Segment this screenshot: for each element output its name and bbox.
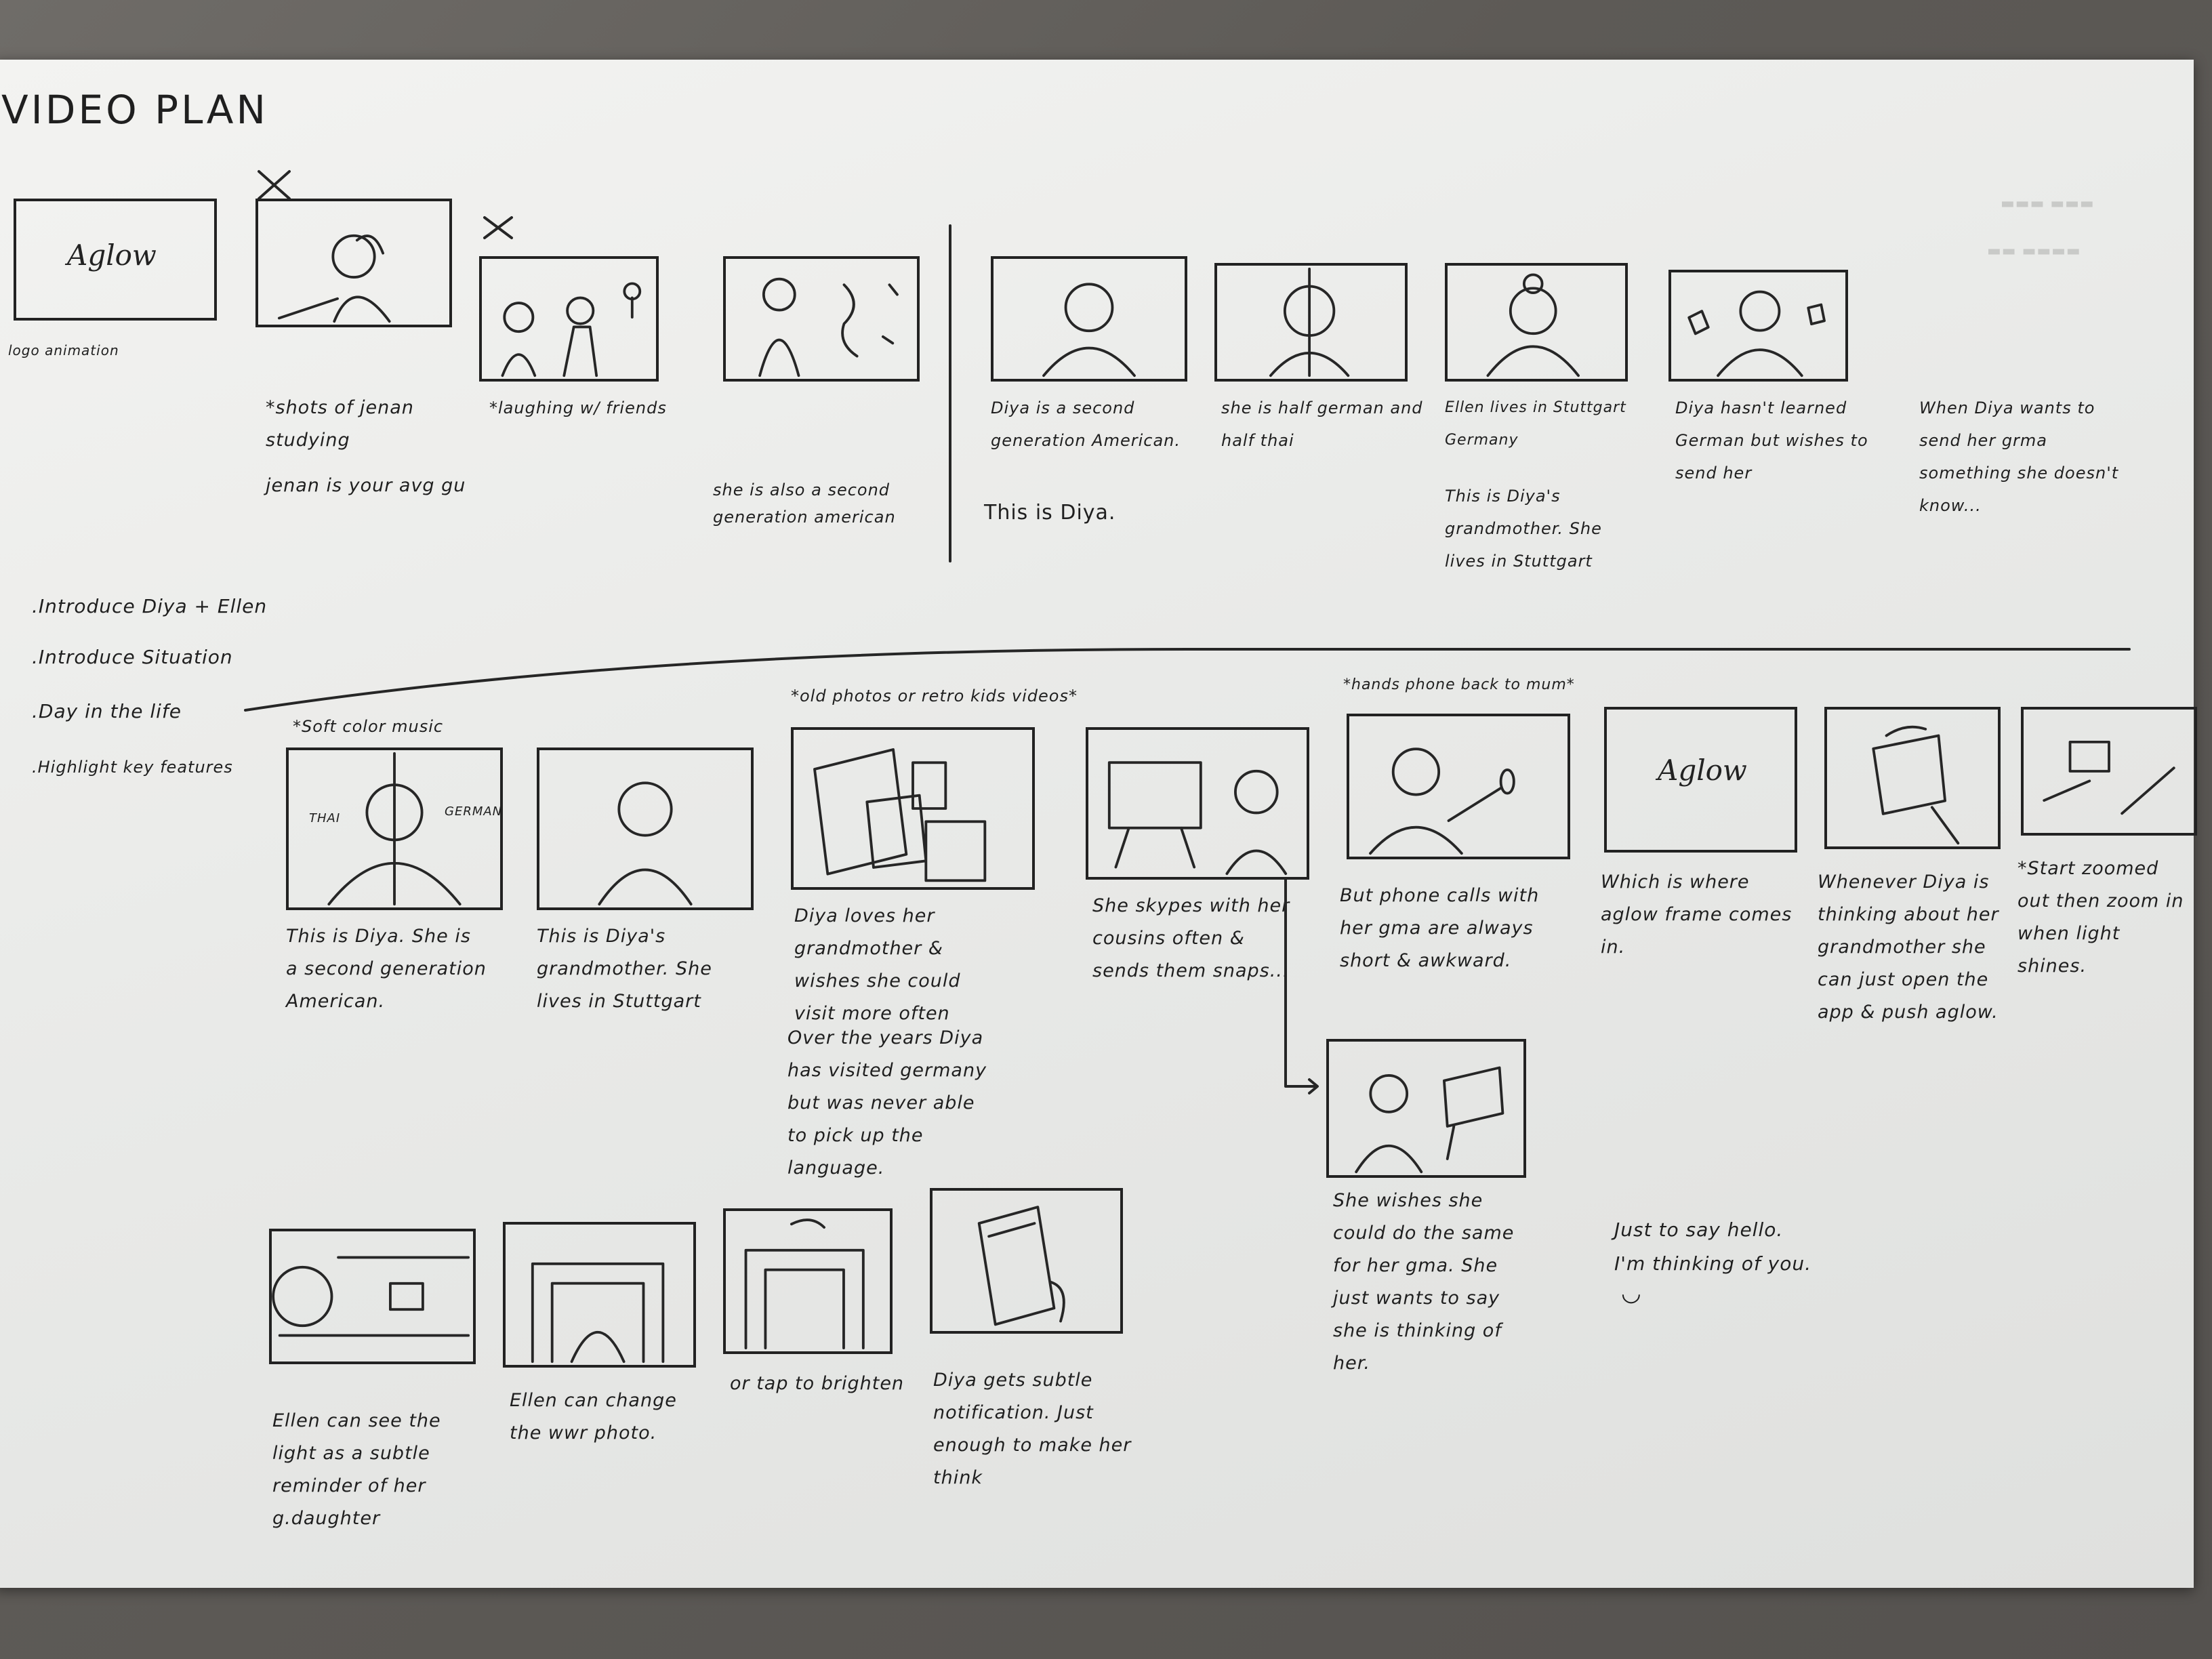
caption-r3-4: Diya gets subtle notification. Just enou… [933,1370,1132,1488]
frame-diya-thai-german: THAI GERMAN [286,747,503,910]
note-r1-7: This is Diya's grandmother. She lives in… [1445,487,1602,571]
page-title: VIDEO PLAN [1,87,268,133]
caption-r1-2: *shots of jenan studying [266,397,414,451]
message-line-2: I'm thinking of you. [1614,1252,1812,1275]
caption-r2-4: She skypes with her cousins often & send… [1092,895,1290,981]
caption-branch: She wishes she could do the same for her… [1333,1190,1515,1374]
caption-r1-6: she is half german and half thai [1221,398,1423,450]
crossed-out-mark [483,216,513,239]
frame-send-wish [1668,270,1848,382]
frame-studying [255,199,452,327]
frame-tap-brighten [723,1208,893,1354]
caption-r1-3: *laughing w/ friends [489,398,667,417]
caption-r2-8: *Start zoomed out then zoom in when ligh… [2018,858,2184,977]
smiley-icon: ◡ [1621,1279,1642,1307]
frame-grandmother [1445,263,1628,382]
caption-r1-9: When Diya wants to send her grma somethi… [1919,398,2119,515]
frame-skype [1086,727,1309,880]
faint-text: ▬▬ ▬▬▬▬ [1987,243,2081,260]
storyboard-paper: VIDEO PLAN Aglow logo animation *shots o… [0,60,2197,1588]
caption-r3-3: or tap to brighten [730,1373,905,1394]
caption-r2-3: Diya loves her grandmother & wishes she … [794,905,961,1024]
faint-text: ▬▬▬ ▬▬▬ [2001,195,2095,212]
frame-ellen-light [269,1229,476,1364]
frame-aglow: Aglow [1604,707,1797,853]
caption-r2-2: This is Diya's grandmother. She lives in… [537,926,712,1012]
caption-r3-1: Ellen can see the light as a subtle remi… [272,1410,441,1529]
caption-r1-7: Ellen lives in Stuttgart Germany [1445,399,1626,449]
caption-r1-1: logo animation [8,342,119,359]
note-r2-1: *Soft color music [293,717,444,736]
label-german: GERMAN [445,804,503,819]
frame-logo: Aglow [14,199,217,321]
bullet-item: .Introduce Diya + Ellen [32,595,268,617]
aglow-logo: Aglow [1658,754,1747,787]
note-r1-5: This is Diya. [984,501,1116,525]
section-divider [949,224,951,562]
note-r1-4: she is also a second generation american [713,480,896,527]
frame-phone-call [1347,714,1570,859]
frame-push-app [1824,707,2001,849]
caption-r2-5: But phone calls with her gma are always … [1340,885,1540,971]
bullet-item: .Highlight key features [32,758,233,777]
bullet-item: .Introduce Situation [32,646,233,668]
note-r2-3: *old photos or retro kids videos* [791,687,1078,705]
crossed-out-mark [258,170,291,200]
frame-change-photo [503,1222,696,1368]
frame-zoom [2021,707,2197,836]
frame-old-photos [791,727,1035,890]
caption-r2-6: Which is where aglow frame comes in. [1601,872,1793,958]
frame-second-gen [723,256,920,382]
message-line-1: Just to say hello. [1614,1218,1784,1241]
caption-r1-5: Diya is a second generation American. [991,398,1181,450]
frame-half-german [1214,263,1408,382]
note-r2-3-extra: Over the years Diya has visited germany … [787,1027,987,1179]
bullet-item: .Day in the life [32,700,182,722]
frame-grandmother-2 [537,747,754,910]
frame-wish [1326,1039,1526,1178]
caption-r1-8: Diya hasn't learned German but wishes to… [1675,398,1868,483]
note-r1-2: jenan is your avg gu [266,475,466,496]
frame-notification [930,1188,1123,1334]
row-divider [244,648,2131,712]
caption-r3-2: Ellen can change the wwr photo. [510,1390,677,1443]
caption-r2-1: This is Diya. She is a second generation… [286,926,487,1012]
label-thai: THAI [309,811,341,825]
branch-arrow [1284,878,1319,1094]
frame-diya-intro [991,256,1187,382]
note-r2-5: *hands phone back to mum* [1343,676,1575,693]
caption-r2-7: Whenever Diya is thinking about her gran… [1818,872,1999,1023]
aglow-logo: Aglow [67,239,157,272]
frame-friends [479,256,659,382]
